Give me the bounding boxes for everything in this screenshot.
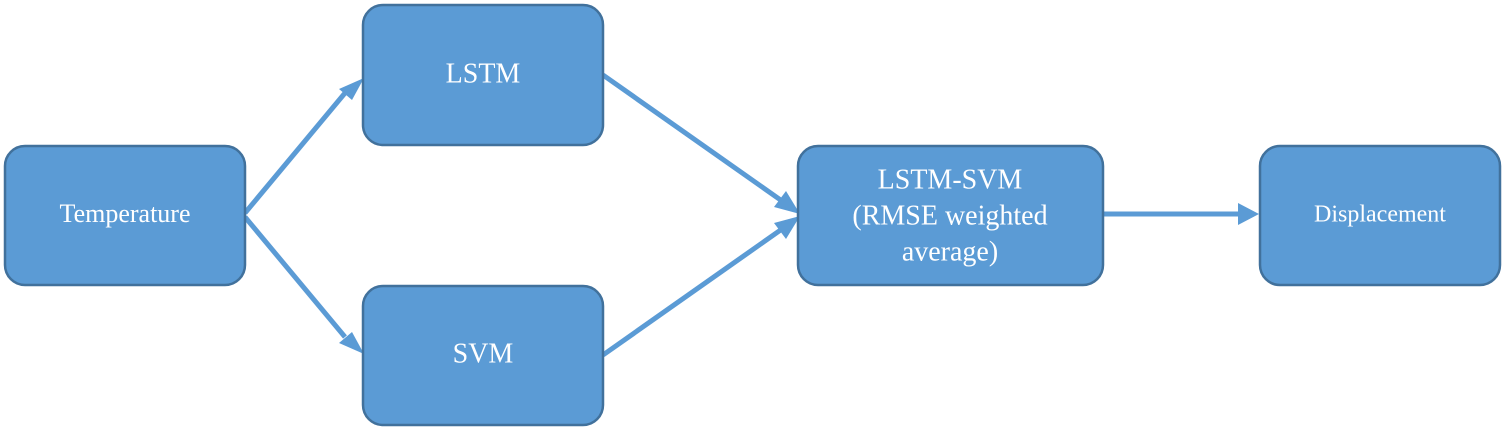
node-displacement: Displacement <box>1258 144 1502 287</box>
edge-svm-to-combined <box>601 216 800 358</box>
node-combined: LSTM-SVM (RMSE weighted average) <box>796 144 1105 287</box>
node-combined-label-line-1: LSTM-SVM <box>878 164 1023 195</box>
node-svm-box <box>361 284 605 427</box>
edge-temperature-to-lstm <box>243 78 364 215</box>
node-displacement-label: Displacement <box>1314 202 1446 228</box>
node-temperature-label: Temperature <box>60 199 191 228</box>
node-lstm-label: LSTM <box>446 58 521 89</box>
edge-lstm-to-combined <box>601 72 800 214</box>
node-combined-box <box>796 144 1105 287</box>
node-svm: SVM <box>361 284 605 427</box>
node-svm-label: SVM <box>453 338 514 369</box>
node-temperature-box <box>3 144 247 287</box>
edges <box>243 72 1259 358</box>
node-lstm-box <box>361 3 605 147</box>
node-displacement-box <box>1258 144 1502 287</box>
node-combined-label-line-3: average) <box>902 236 998 267</box>
node-combined-label-line-2: (RMSE weighted <box>852 200 1047 231</box>
node-lstm: LSTM <box>361 3 605 147</box>
edge-temperature-to-svm <box>243 215 364 354</box>
node-temperature: Temperature <box>3 144 247 287</box>
edge-combined-to-displacement <box>1103 203 1259 225</box>
